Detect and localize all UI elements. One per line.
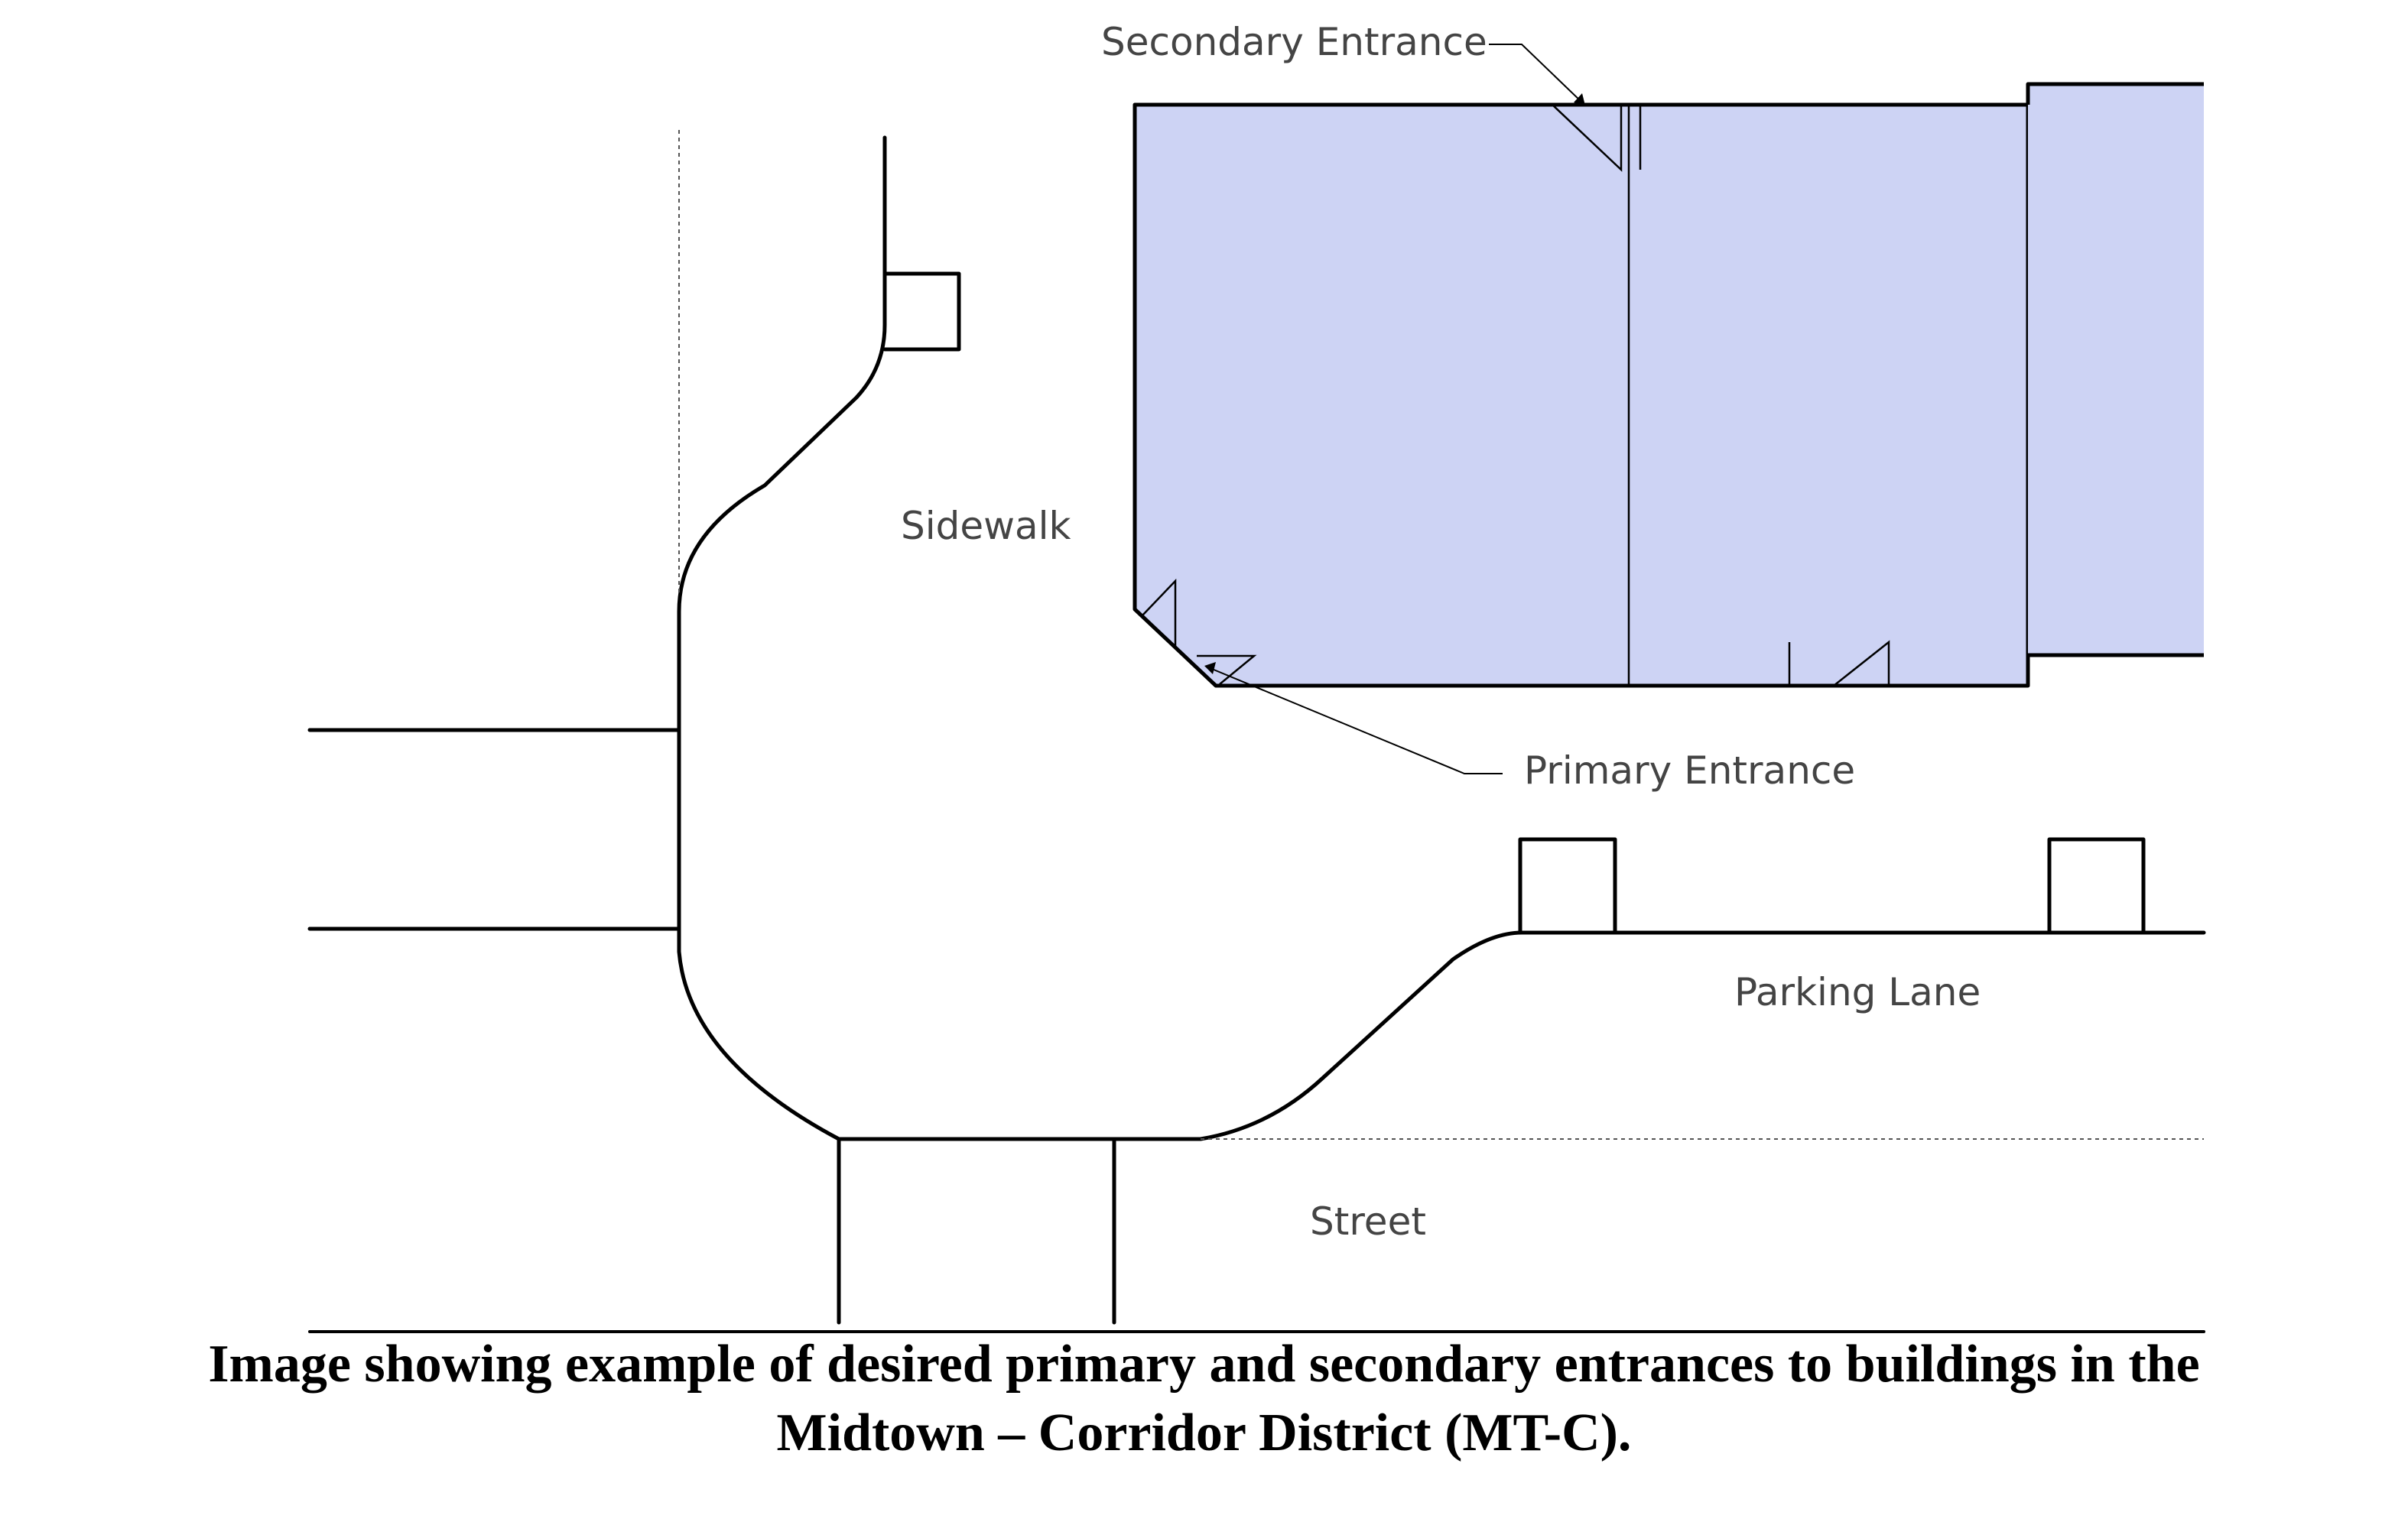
- secondary-entrance-door-right: [1639, 103, 1701, 170]
- leader-arrowheads: [1204, 93, 1585, 674]
- building-annex-outline: [2026, 82, 2204, 686]
- primary-entrance-label: Primary Entrance: [1524, 748, 1855, 793]
- parking-lane-label: Parking Lane: [1734, 970, 1981, 1014]
- building-south-door: [1788, 640, 1890, 687]
- street-label: Street: [1310, 1199, 1426, 1244]
- building-main: [1133, 102, 2030, 688]
- planter-box-parking-2: [2047, 837, 2146, 935]
- caption-line-1: Image showing example of desired primary…: [208, 1335, 2200, 1394]
- caption-line-2: Midtown – Corridor District (MT-C).: [776, 1404, 1632, 1462]
- planter-box-top: [882, 271, 961, 352]
- secondary-entrance-arrowhead: [1574, 93, 1585, 105]
- building-annex: [2028, 84, 2204, 655]
- secondary-entrance-leader: [1489, 44, 1584, 104]
- secondary-entrance-label: Secondary Entrance: [1101, 20, 1487, 64]
- primary-entrance-leader: [1207, 667, 1503, 774]
- figure-caption: Image showing example of desired primary…: [0, 1330, 2408, 1468]
- door-symbols: [1142, 103, 1890, 687]
- dotted-lines: [678, 130, 2204, 1140]
- primary-entrance-door-a: [1142, 578, 1177, 646]
- building: [1133, 82, 2204, 688]
- street-linework: [307, 135, 2206, 1333]
- primary-entrance-arrowhead: [1204, 662, 1216, 674]
- planter-box-parking-1: [1518, 837, 1617, 935]
- primary-entrance-door-b: [1197, 654, 1257, 685]
- sidewalk-label: Sidewalk: [901, 504, 1071, 548]
- leader-lines: [1207, 44, 1584, 774]
- curb-outline: [677, 135, 2206, 1141]
- secondary-entrance-door-left: [1552, 104, 1623, 172]
